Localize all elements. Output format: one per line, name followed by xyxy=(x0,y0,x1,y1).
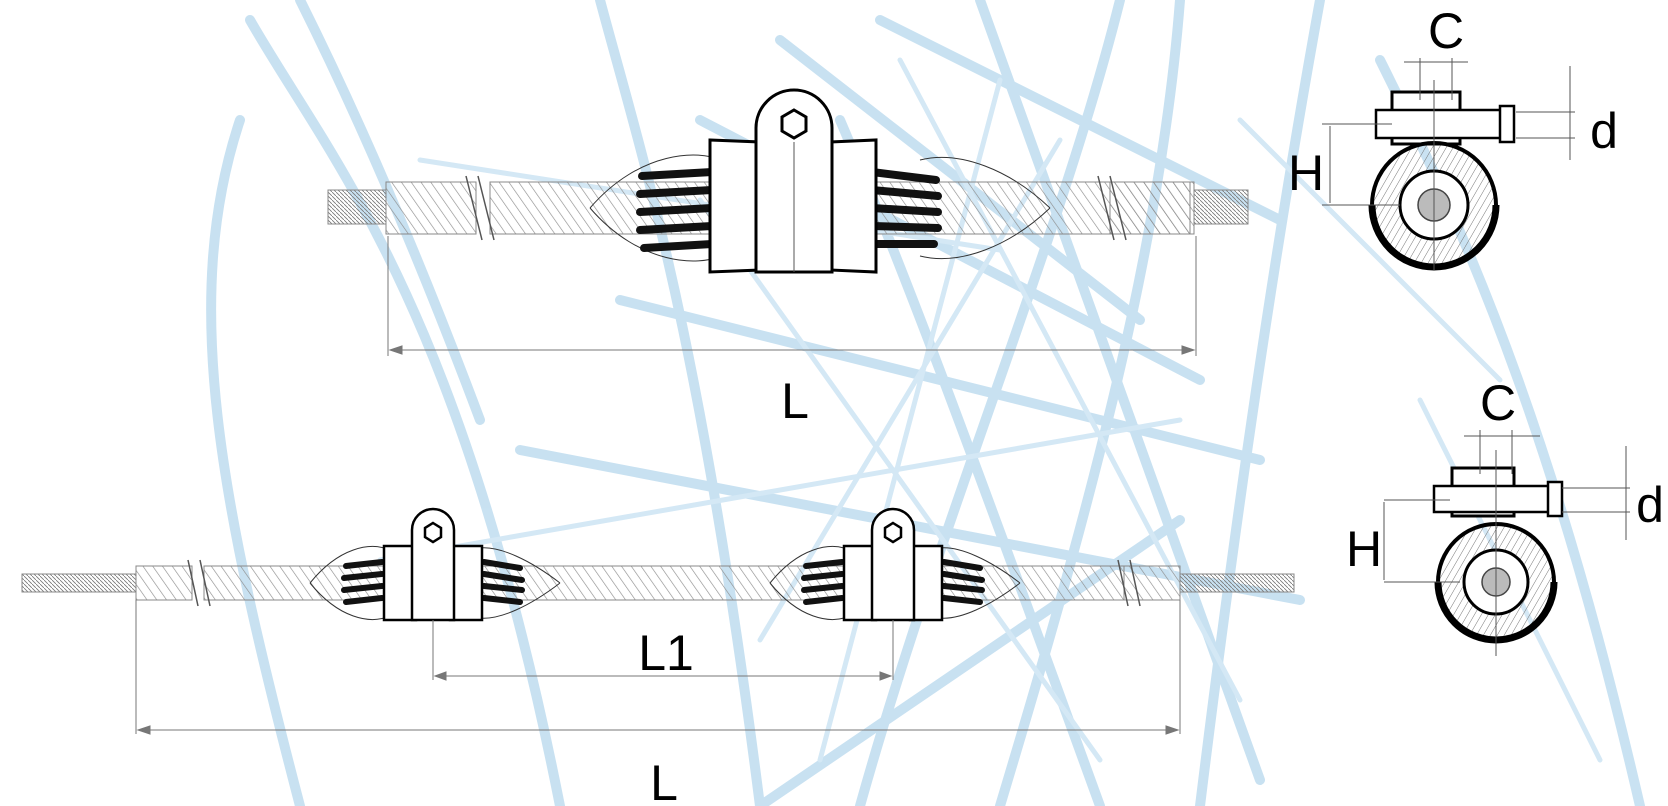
bottom-cable-mid xyxy=(203,565,1125,601)
bottom-section-nut xyxy=(1546,480,1564,518)
top-rod-end-right xyxy=(1193,189,1249,225)
bottom-h-dimension xyxy=(1383,499,1460,583)
bottom-section-bolt xyxy=(1432,484,1556,514)
top-rod-coil-left xyxy=(636,168,716,252)
bottom-cable-right xyxy=(1123,565,1181,601)
top-d-label: d xyxy=(1590,103,1618,159)
top-clamp-assembly: L xyxy=(327,88,1249,429)
top-length-label: L xyxy=(781,373,809,429)
bottom-left-hex-bolt-icon xyxy=(423,521,443,544)
top-h-label: H xyxy=(1288,145,1324,201)
bottom-d-dimension xyxy=(1562,446,1630,540)
bottom-spacing-dimension xyxy=(432,620,894,681)
top-rod-end-left xyxy=(327,189,387,225)
top-section-bolt xyxy=(1374,108,1508,140)
top-cross-section: C H d xyxy=(1288,3,1618,271)
top-d-dimension xyxy=(1516,66,1575,160)
top-c-label: C xyxy=(1428,3,1464,59)
bottom-d-label: d xyxy=(1636,477,1664,533)
top-section-nut xyxy=(1498,104,1516,144)
top-break-mark xyxy=(465,175,1127,241)
bottom-cable-left xyxy=(135,565,193,601)
top-h-dimension xyxy=(1322,123,1400,206)
bottom-h-label: H xyxy=(1346,521,1382,577)
bottom-rod-end-right xyxy=(1179,573,1295,593)
bottom-clamp-assembly: L1 L xyxy=(21,507,1295,806)
top-hex-bolt-icon xyxy=(780,108,808,140)
bottom-length-dimension xyxy=(135,600,1181,735)
top-clamp-body-right xyxy=(828,138,878,274)
top-cable-left xyxy=(385,181,477,235)
bottom-clamp-left xyxy=(309,507,561,622)
bottom-cross-section: C H d xyxy=(1346,375,1664,656)
top-c-dimension xyxy=(1404,58,1468,100)
tower-background-thin xyxy=(377,57,1603,763)
bottom-right-hex-bolt-icon xyxy=(883,521,903,544)
bottom-length-label: L xyxy=(650,755,678,806)
top-clamp-body xyxy=(708,138,762,274)
bottom-break-mark xyxy=(187,559,1141,607)
bottom-c-label: C xyxy=(1480,375,1516,431)
bottom-c-dimension xyxy=(1464,430,1540,474)
bottom-rod-end-left xyxy=(21,573,137,593)
bottom-spacing-label: L1 xyxy=(638,625,694,681)
bottom-clamp-right xyxy=(769,507,1021,622)
top-cable-right xyxy=(1109,181,1195,235)
top-length-dimension xyxy=(387,236,1197,356)
top-rod-coil-right xyxy=(868,168,942,248)
